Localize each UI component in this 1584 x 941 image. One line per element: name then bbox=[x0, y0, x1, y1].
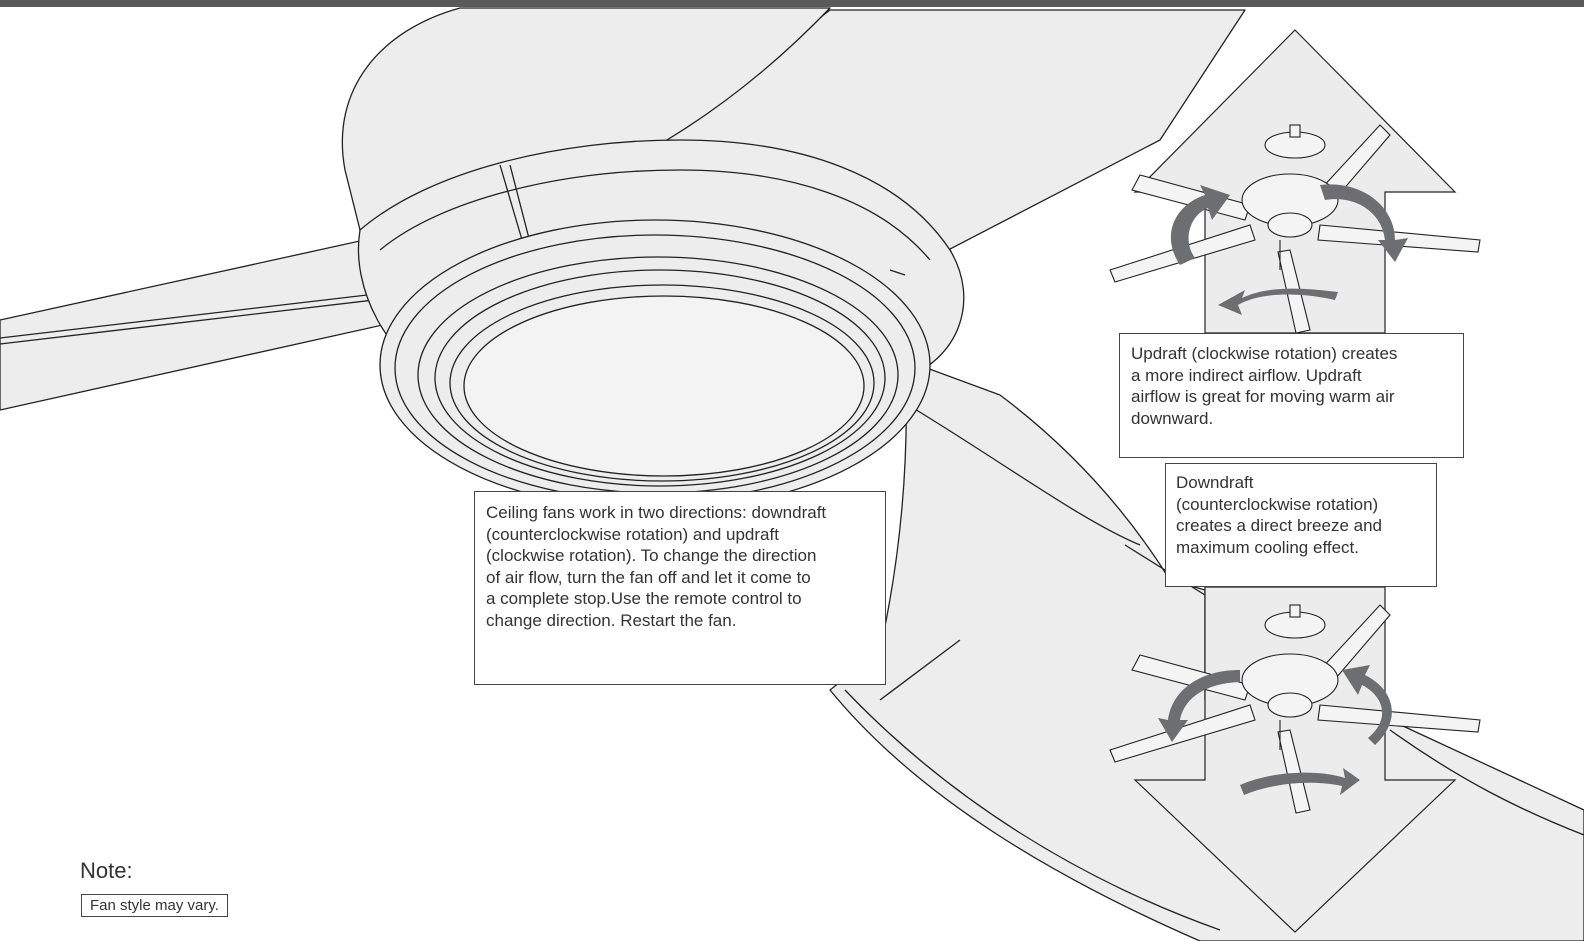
downdraft-callout: Downdraft (counterclockwise rotation) cr… bbox=[1165, 463, 1437, 587]
fan-light-kit bbox=[380, 220, 930, 510]
small-fan-updraft bbox=[1110, 125, 1480, 333]
direction-info-callout: Ceiling fans work in two directions: dow… bbox=[474, 491, 886, 685]
updraft-callout: Updraft (clockwise rotation) creates a m… bbox=[1119, 333, 1464, 458]
note-text: Fan style may vary. bbox=[81, 894, 228, 917]
note-label: Note: bbox=[80, 858, 133, 884]
